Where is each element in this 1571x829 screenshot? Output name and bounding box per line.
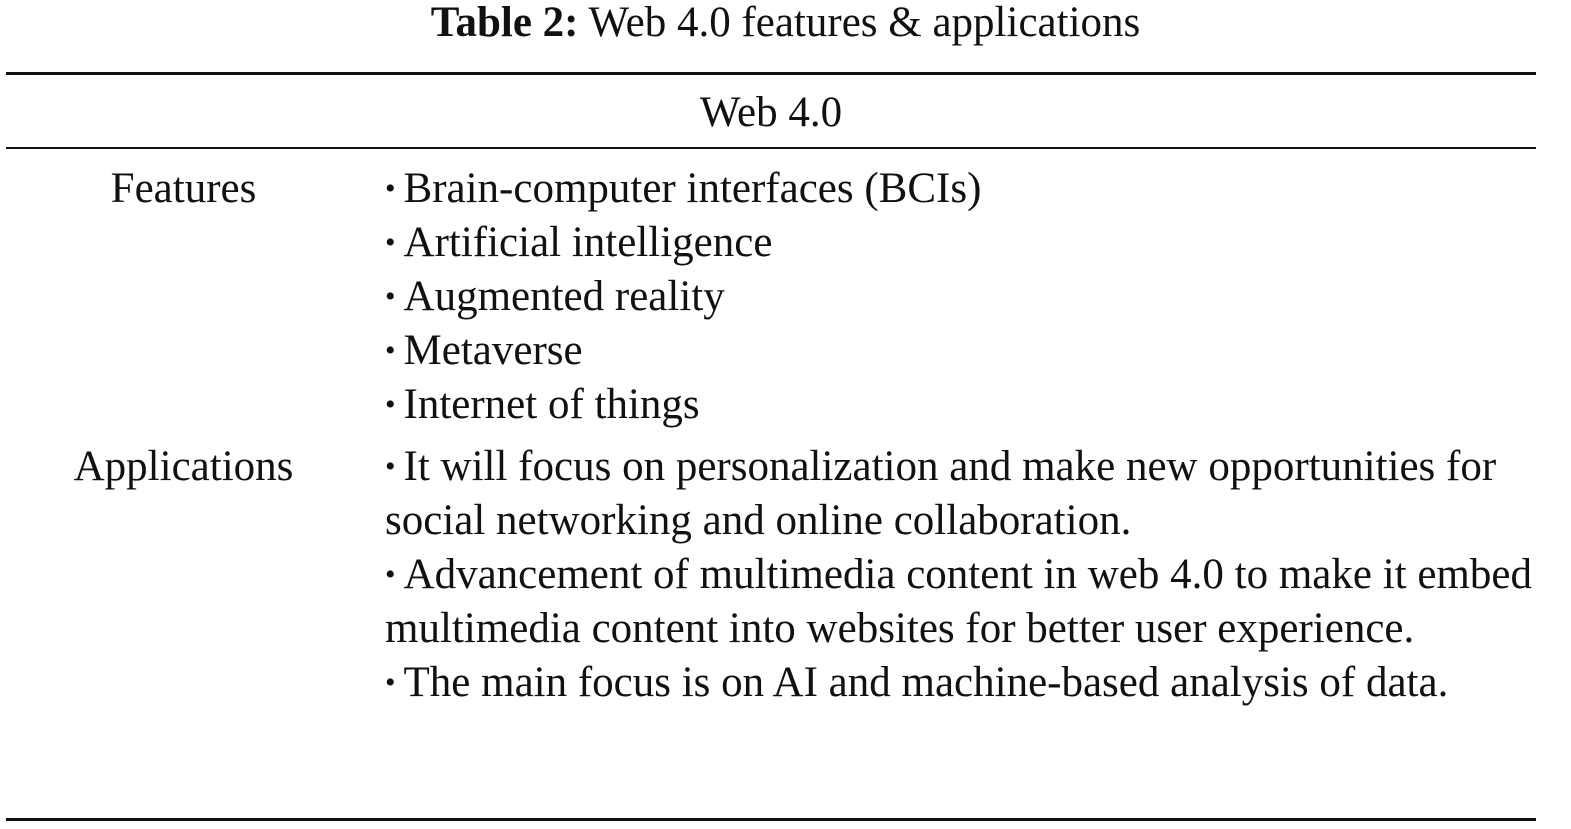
bottom-rule: [6, 818, 1536, 821]
bullet-icon: •: [385, 450, 396, 483]
row-label-features: Features: [110, 165, 257, 212]
list-item-text: Artificial intelligence: [403, 219, 773, 266]
applications-cell: •It will focus on personalization and ma…: [385, 440, 1565, 710]
list-item-text: Metaverse: [403, 327, 583, 374]
bullet-icon: •: [385, 226, 396, 259]
bullet-icon: •: [385, 558, 396, 591]
bullet-icon: •: [385, 280, 396, 313]
bullet-icon: •: [385, 334, 396, 367]
table-caption: Table 2: Web 4.0 features & applications: [0, 0, 1571, 50]
list-item-text: It will focus on personalization and mak…: [385, 443, 1497, 544]
column-group-header: Web 4.0: [699, 89, 843, 136]
list-item-text: The main focus is on AI and machine-base…: [403, 659, 1449, 706]
list-item-text: Augmented reality: [403, 273, 725, 320]
bullet-icon: •: [385, 172, 396, 205]
list-item: •Brain-computer interfaces (BCIs): [385, 162, 1565, 216]
caption-text: Web 4.0 features & applications: [588, 0, 1141, 46]
features-cell: •Brain-computer interfaces (BCIs) •Artif…: [385, 162, 1565, 432]
list-item-text: Internet of things: [403, 381, 700, 428]
list-item: •The main focus is on AI and machine-bas…: [385, 656, 1565, 710]
bullet-icon: •: [385, 388, 396, 421]
bullet-icon: •: [385, 666, 396, 699]
list-item: •It will focus on personalization and ma…: [385, 440, 1565, 548]
row-label-applications: Applications: [73, 443, 294, 490]
list-item-text: Brain-computer interfaces (BCIs): [403, 165, 982, 212]
list-item: •Advancement of multimedia content in we…: [385, 548, 1565, 656]
list-item: •Metaverse: [385, 324, 1565, 378]
list-item: •Internet of things: [385, 378, 1565, 432]
top-rule: [6, 72, 1536, 75]
list-item-text: Advancement of multimedia content in web…: [385, 551, 1532, 652]
mid-rule: [6, 147, 1536, 149]
list-item: •Artificial intelligence: [385, 216, 1565, 270]
list-item: •Augmented reality: [385, 270, 1565, 324]
caption-label: Table 2:: [430, 0, 579, 46]
